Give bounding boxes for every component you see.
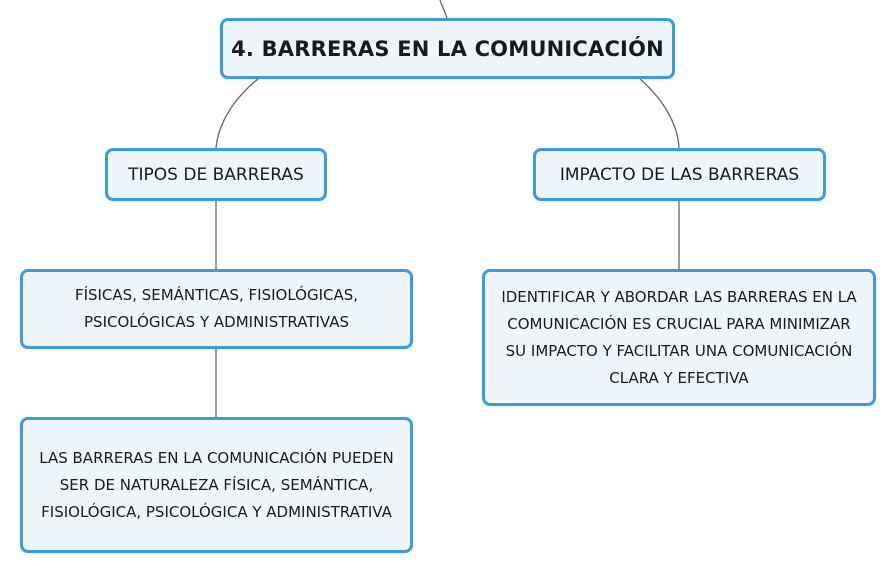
subtopic-text-fisicas: FÍSICAS, SEMÁNTICAS, FISIOLÓGICAS, PSICO… xyxy=(74,286,359,331)
subtopic-node-naturaleza[interactable]: LAS BARRERAS EN LA COMUNICACIÓN PUEDEN S… xyxy=(20,417,413,553)
topic-node-impacto-de-las-barreras[interactable]: IMPACTO DE LAS BARRERAS xyxy=(533,148,826,201)
subtopic-node-fisicas[interactable]: FÍSICAS, SEMÁNTICAS, FISIOLÓGICAS, PSICO… xyxy=(20,269,413,349)
subtopic-text-identificar: IDENTIFICAR Y ABORDAR LAS BARRERAS EN LA… xyxy=(501,287,857,387)
topic-label-tipos: TIPOS DE BARRERAS xyxy=(128,164,304,185)
topic-node-tipos-de-barreras[interactable]: TIPOS DE BARRERAS xyxy=(105,148,327,201)
connector-root-to-tipos xyxy=(215,78,259,149)
root-topic-title: 4. BARRERAS EN LA COMUNICACIÓN xyxy=(231,36,664,61)
connector-root-to-impacto xyxy=(639,78,680,149)
connector-parent-to-root xyxy=(439,0,448,19)
subtopic-node-identificar[interactable]: IDENTIFICAR Y ABORDAR LAS BARRERAS EN LA… xyxy=(482,269,876,406)
subtopic-text-naturaleza: LAS BARRERAS EN LA COMUNICACIÓN PUEDEN S… xyxy=(39,448,394,521)
root-topic-node[interactable]: 4. BARRERAS EN LA COMUNICACIÓN xyxy=(220,18,675,79)
topic-label-impacto: IMPACTO DE LAS BARRERAS xyxy=(559,164,800,185)
